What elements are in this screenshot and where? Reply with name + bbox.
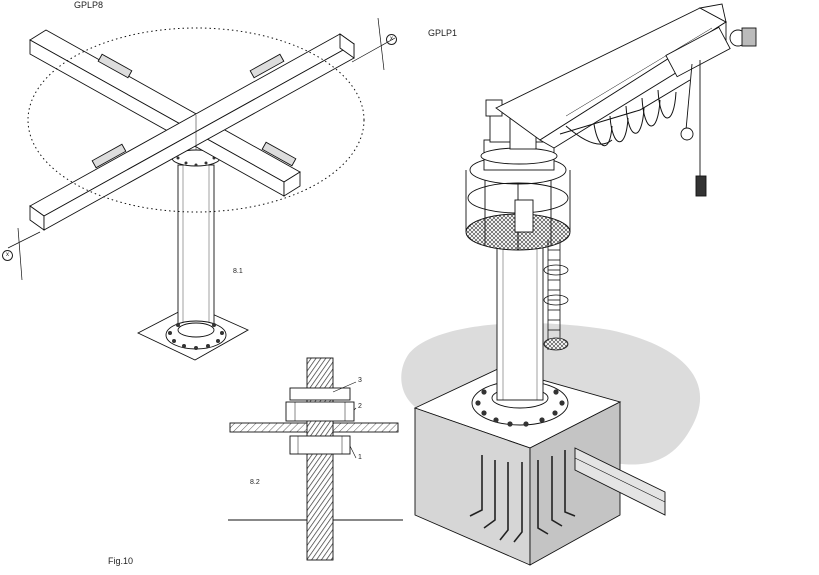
ladder-hatch: [543, 337, 569, 351]
flange-bolts: [168, 323, 224, 350]
dimension-marker-left: x: [2, 250, 13, 261]
gplp8-label: GPLP8: [74, 0, 104, 10]
hoist-trolley: [665, 26, 757, 78]
dimension-marker-left-text: x: [6, 252, 9, 258]
ladder: [543, 240, 569, 351]
rotation-path: [27, 27, 365, 213]
service-platform: [465, 155, 571, 251]
gplp1-crane-drawing: [401, 3, 757, 566]
embedded-anchors: [469, 450, 576, 543]
figure-label: Fig.10: [108, 556, 134, 566]
gplp8-column-drawing: [7, 17, 396, 361]
channel-beam: [574, 447, 666, 516]
column: [177, 164, 215, 336]
anchor-bolt-detail: [228, 357, 403, 561]
dimension-marker-top: x: [386, 34, 397, 45]
gplp1-label: GPLP1: [428, 28, 458, 38]
section-8-1-label: 8.1: [233, 268, 243, 275]
callout-1: 1: [358, 454, 362, 461]
nut-3: [289, 387, 351, 401]
dimension-marker-top-text: x: [390, 36, 393, 42]
callout-3: 3: [358, 377, 362, 384]
nut-1: [289, 435, 351, 455]
foundation-side: [529, 401, 621, 566]
festoon-cables: [559, 79, 691, 147]
crane-column: [496, 239, 544, 401]
washer-2: [285, 401, 355, 422]
section-8-2-label: 8.2: [250, 479, 260, 486]
beam-trolleys: [91, 53, 297, 169]
hook-block: [680, 60, 707, 197]
callout-2: 2: [358, 403, 362, 410]
